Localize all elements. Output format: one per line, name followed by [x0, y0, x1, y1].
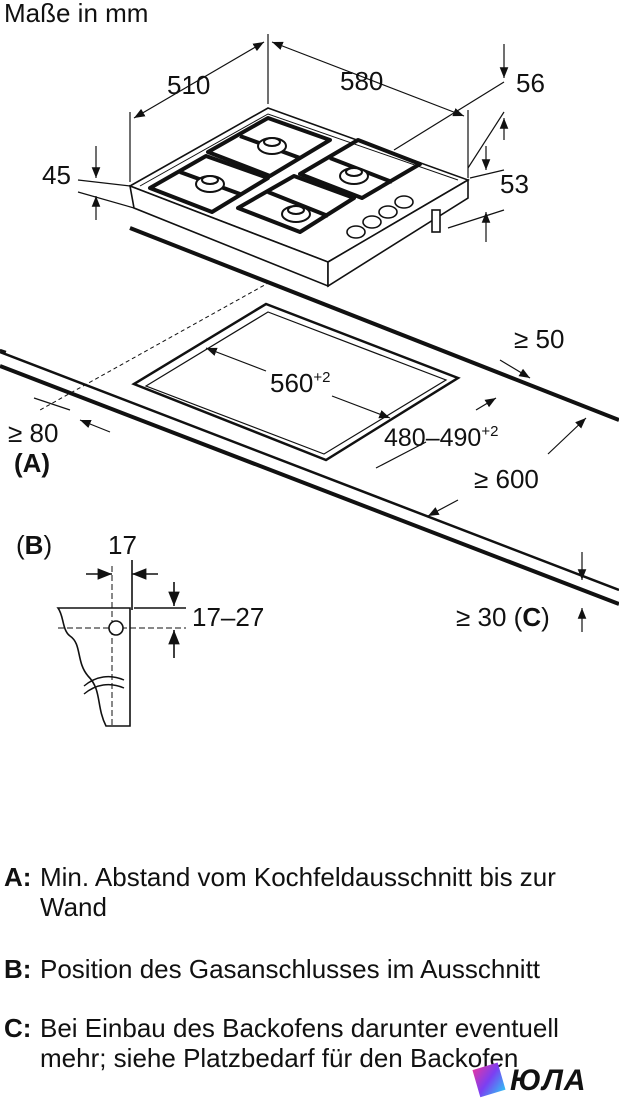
dim-hob-width: 510 [167, 70, 210, 100]
cutout-dimension-lines [33, 347, 587, 632]
dim-gas-height: 17–27 [192, 602, 264, 632]
dim-cutout-depth: 480–490+2 [384, 423, 498, 452]
hob-right-side [327, 178, 469, 288]
cutout [131, 302, 461, 462]
dim-cutout-width: 560+2 [270, 368, 331, 398]
worktop [0, 226, 619, 606]
marker-a: (A) [14, 448, 50, 478]
dim-hob-height-left: 45 [42, 160, 71, 190]
control-knobs [346, 195, 414, 239]
alignment-dashes [39, 281, 271, 411]
dim-worktop-depth: ≥ 600 [474, 464, 539, 494]
watermark-logo: ЮЛА [470, 1062, 619, 1100]
legend-text: Min. Abstand vom Kochfeldausschnitt bis … [40, 862, 556, 922]
marker-b: (B) [16, 530, 52, 560]
legend-key: C: [4, 1013, 32, 1043]
dim-hob-height-right: 53 [500, 169, 529, 199]
hob-drawing [128, 107, 470, 288]
gas-connection-point [108, 620, 124, 636]
watermark-text: ЮЛА [510, 1064, 587, 1097]
logo-icon [472, 1062, 506, 1098]
legend-key: B: [4, 954, 32, 984]
legend-text: Position des Gasanschlusses im Ausschnit… [40, 954, 541, 984]
hob-dimension-lines [77, 34, 509, 242]
page-title: Maße in mm [4, 0, 148, 28]
burners [195, 137, 369, 223]
gas-connector [431, 209, 441, 233]
legend-text: Bei Einbau des Backofens darunter eventu… [40, 1013, 559, 1073]
dim-worktop-thickness: ≥ 30 (C) [456, 602, 550, 632]
installation-diagram: Maße in mm [0, 0, 619, 727]
dim-min-front: ≥ 80 [8, 418, 58, 448]
dim-hob-frame: 56 [516, 68, 545, 98]
gas-connection-detail [56, 560, 186, 727]
dim-hob-depth: 580 [340, 66, 383, 96]
dim-gas-width: 17 [108, 530, 137, 560]
dim-min-back: ≥ 50 [514, 324, 564, 354]
legend-key: A: [4, 862, 32, 892]
